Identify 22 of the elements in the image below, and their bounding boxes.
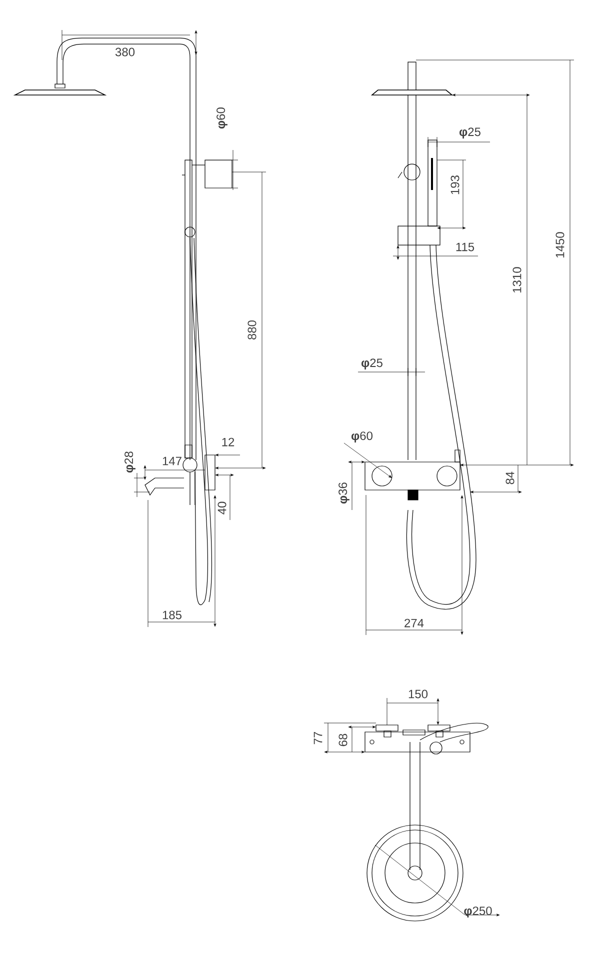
dimension-label: 84	[506, 472, 514, 484]
dimension-label: 185	[162, 610, 182, 620]
dimension-label: 68	[338, 734, 348, 746]
dimension-label: φ28	[124, 452, 136, 472]
dimension-label: 115	[456, 242, 474, 252]
dimension-label: 880	[248, 320, 256, 340]
dimension-label: φ25	[460, 128, 480, 138]
dimension-label: φ60	[216, 108, 228, 128]
dimension-label: 1450	[556, 232, 564, 258]
dimension-label: 40	[218, 502, 226, 514]
dimension-label: 274	[404, 618, 424, 628]
dimension-label: φ25	[362, 358, 382, 370]
dimension-label: 12	[222, 438, 234, 446]
dimension-label: 77	[314, 732, 322, 744]
dimension-label: φ36	[338, 482, 350, 504]
dimension-label: 193	[450, 176, 460, 194]
dimension-label: 1310	[512, 267, 522, 292]
dimension-label: φ250	[464, 906, 492, 918]
dimension-label: 147	[162, 456, 182, 466]
dimension-label: 150	[408, 690, 428, 698]
dimension-label: 380	[115, 48, 135, 56]
dimension-label: φ60	[352, 432, 372, 442]
